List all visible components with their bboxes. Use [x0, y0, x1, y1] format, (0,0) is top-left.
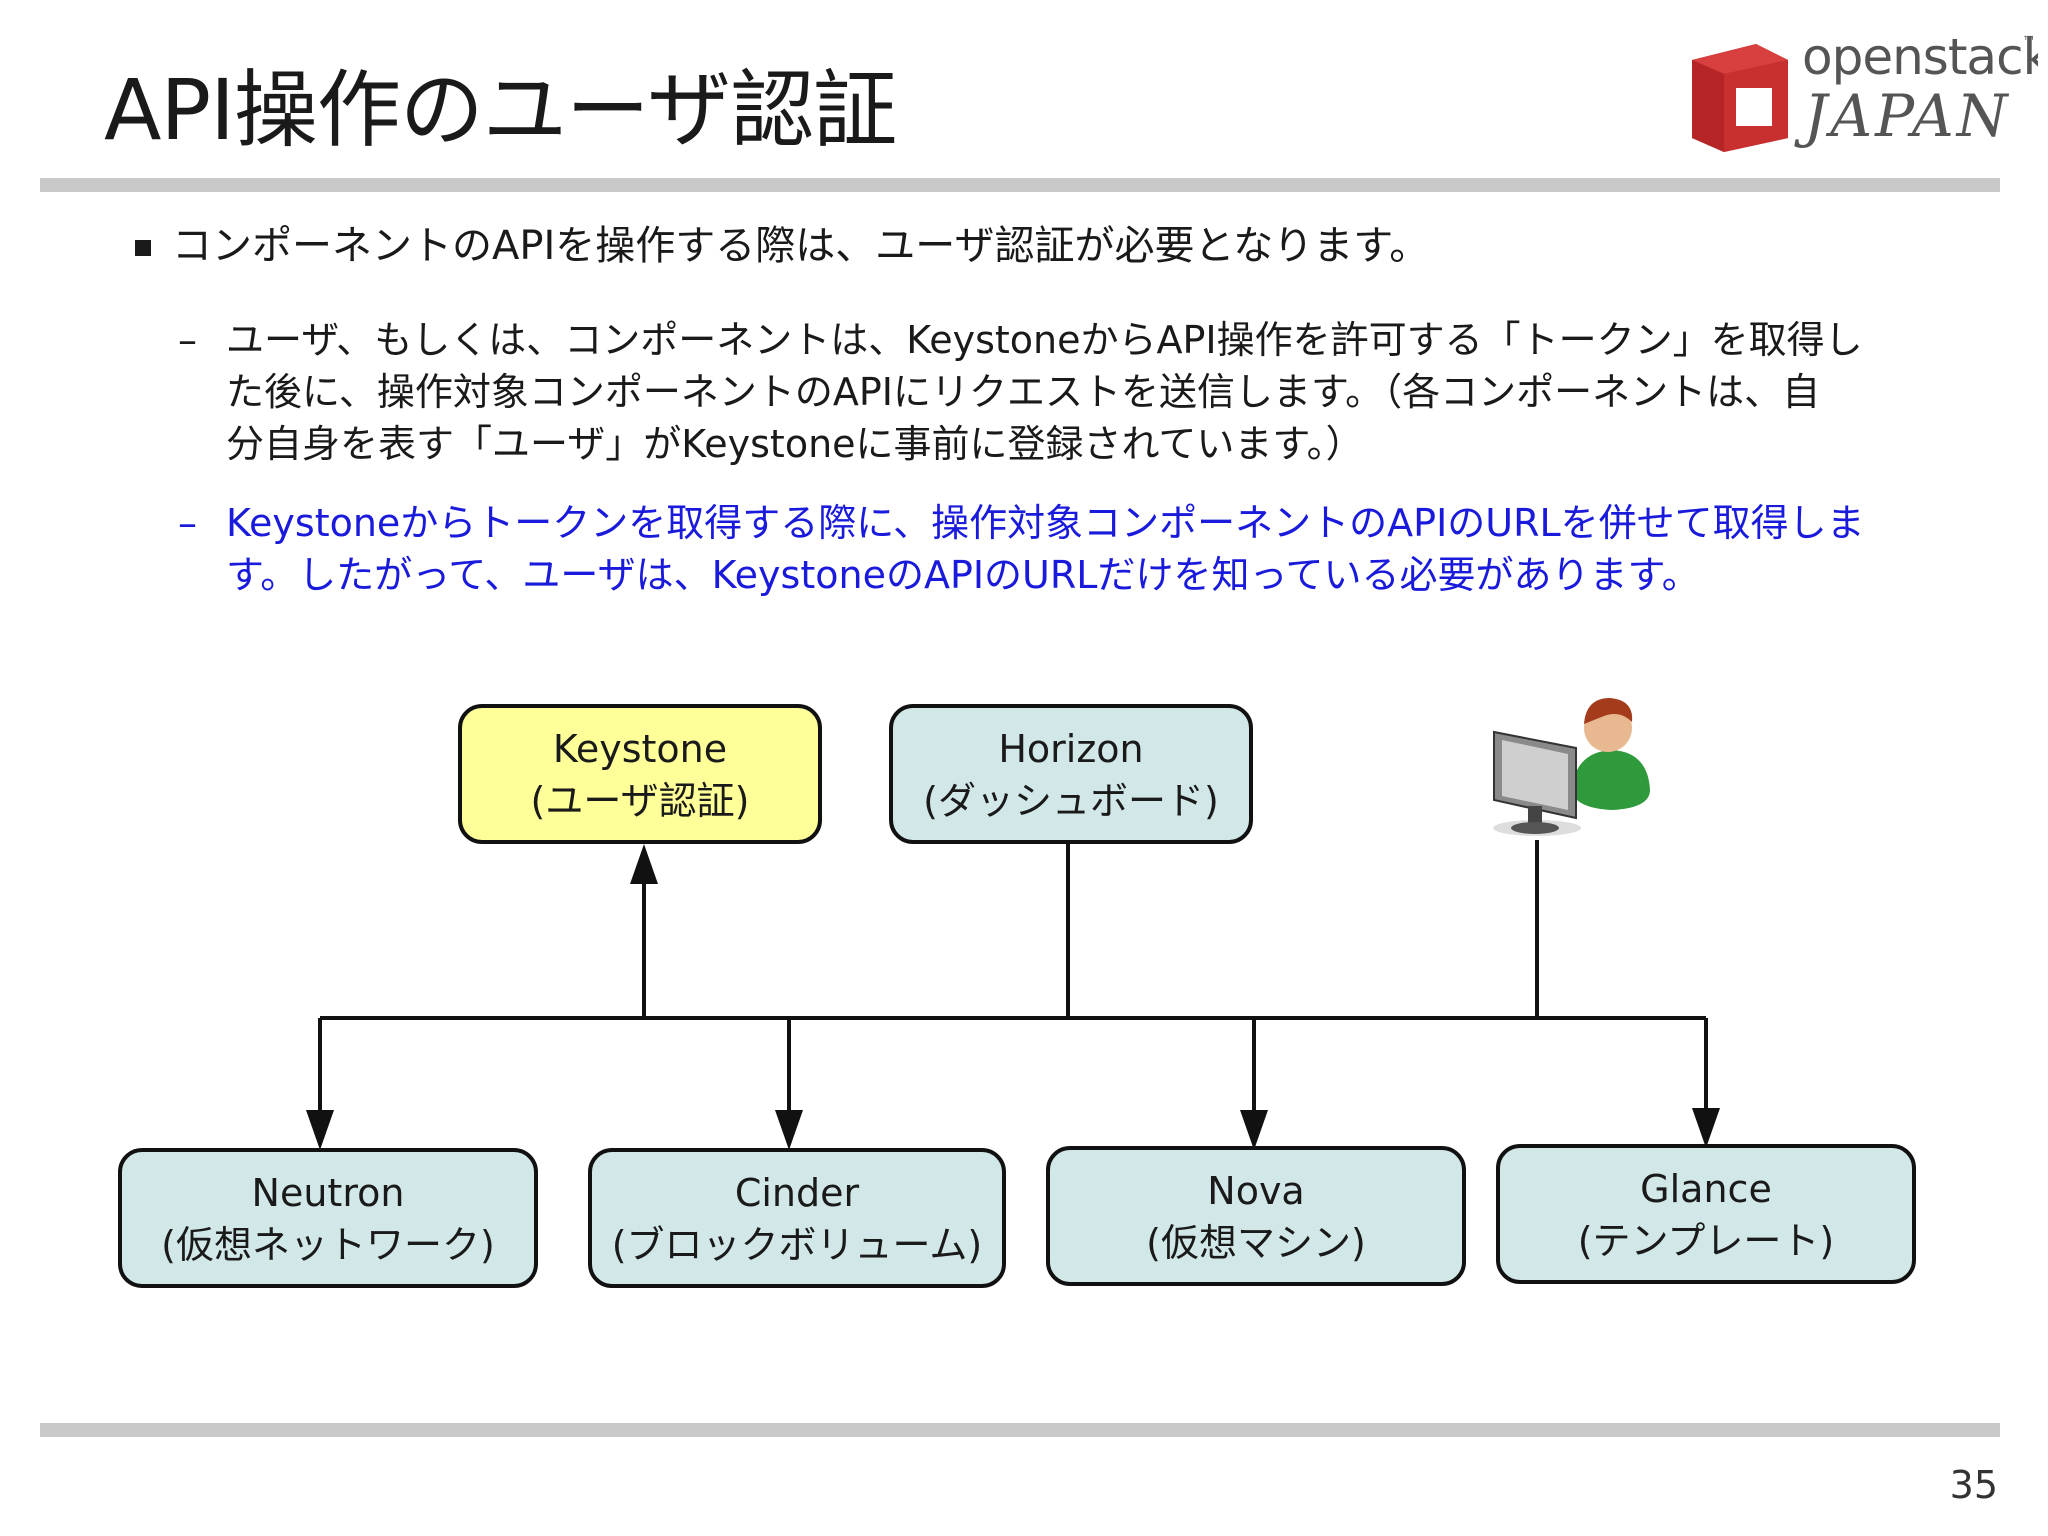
page-number: 35	[1949, 1463, 1998, 1507]
arrow-down-icon	[1240, 1110, 1268, 1150]
bottom-divider	[40, 1423, 2000, 1437]
node-role: (ユーザ認証)	[531, 779, 750, 823]
node-role: (仮想マシン)	[1146, 1221, 1366, 1265]
node-name: Horizon	[998, 727, 1143, 771]
sub-bullet-line: ユーザ、もしくは、コンポーネントは、KeystoneからAPI操作を許可する「ト…	[226, 318, 1863, 362]
horizon-node: Horizon (ダッシュボード)	[889, 704, 1253, 844]
node-role: (ブロックボリューム)	[612, 1223, 983, 1267]
cinder-node: Cinder (ブロックボリューム)	[588, 1148, 1006, 1288]
nova-node: Nova (仮想マシン)	[1046, 1146, 1466, 1286]
bullet-square-icon	[135, 240, 151, 256]
sub-bullet-token: ユーザ、もしくは、コンポーネントは、KeystoneからAPI操作を許可する「ト…	[226, 314, 1946, 470]
node-role: (仮想ネットワーク)	[161, 1223, 495, 1267]
arrowheads	[306, 844, 1720, 1150]
openstack-japan-logo: openstack ™ JAPAN	[1692, 28, 2038, 152]
slide-title: API操作のユーザ認証	[104, 61, 897, 159]
node-role: (ダッシュボード)	[923, 779, 1219, 823]
dash-icon: –	[178, 318, 197, 362]
neutron-node: Neutron (仮想ネットワーク)	[118, 1148, 538, 1288]
sub-bullet-line: た後に、操作対象コンポーネントのAPIにリクエストを送信します。（各コンポーネン…	[226, 370, 1821, 414]
arrow-up-icon	[630, 844, 658, 884]
dash-icon: –	[178, 501, 197, 545]
user-at-computer-icon	[1493, 698, 1650, 836]
node-name: Cinder	[735, 1171, 860, 1215]
node-name: Keystone	[553, 727, 727, 771]
keystone-node: Keystone (ユーザ認証)	[458, 704, 822, 844]
arrow-down-icon	[306, 1110, 334, 1150]
top-divider	[40, 178, 2000, 192]
node-role: (テンプレート)	[1578, 1219, 1835, 1263]
openstack-cube-icon	[1692, 44, 1788, 152]
logo-tm-text: ™	[2022, 34, 2036, 50]
logo-openstack-text: openstack	[1802, 28, 2038, 86]
arrow-down-icon	[775, 1110, 803, 1150]
sub-bullet-line: Keystoneからトークンを取得する際に、操作対象コンポーネントのAPIのUR…	[226, 501, 1865, 545]
logo-japan-text: JAPAN	[1794, 82, 2010, 150]
sub-bullet-url: Keystoneからトークンを取得する際に、操作対象コンポーネントのAPIのUR…	[226, 497, 1946, 601]
main-bullet-text: コンポーネントのAPIを操作する際は、ユーザ認証が必要となります。	[172, 223, 1430, 269]
node-name: Glance	[1640, 1167, 1772, 1211]
sub-bullet-line: 分自身を表す「ユーザ」がKeystoneに事前に登録されています。）	[226, 422, 1364, 466]
node-name: Neutron	[252, 1171, 405, 1215]
connector-lines	[318, 840, 1708, 1120]
sub-bullet-line: す。したがって、ユーザは、KeystoneのAPIのURLだけを知っている必要が…	[226, 553, 1700, 597]
node-name: Nova	[1207, 1169, 1304, 1213]
glance-node: Glance (テンプレート)	[1496, 1144, 1916, 1284]
arrow-down-icon	[1692, 1108, 1720, 1148]
